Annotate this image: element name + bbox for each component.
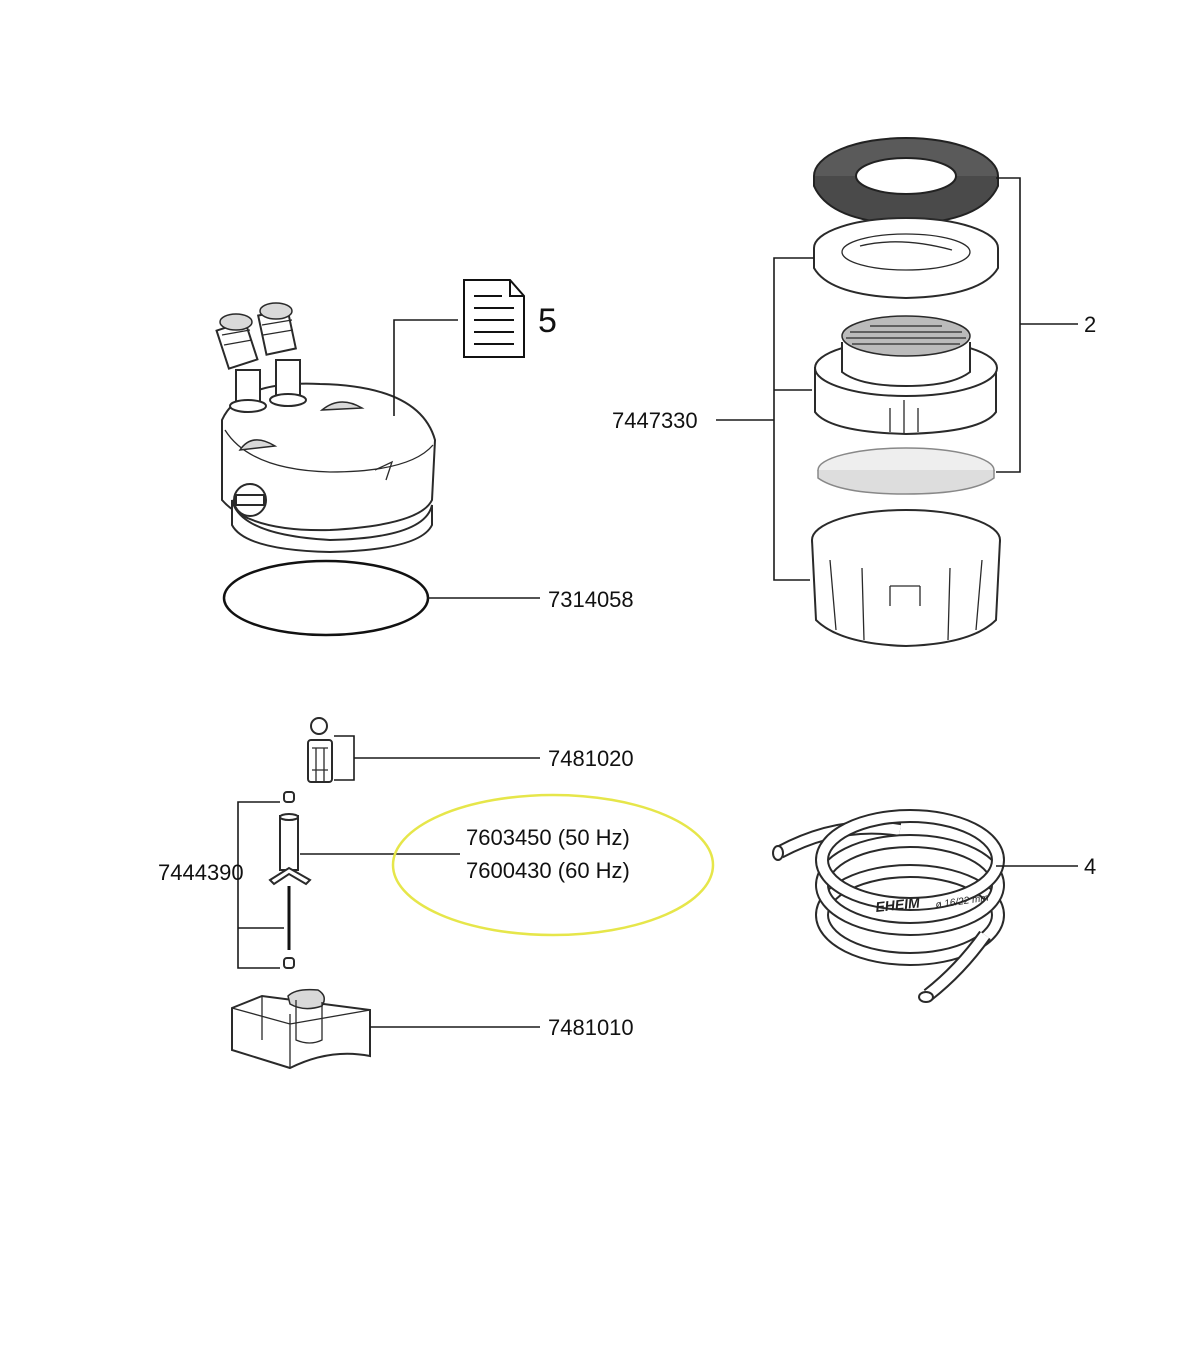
label-impeller-50hz: 7603450 (50 Hz) <box>466 825 630 850</box>
label-impeller-cover: 7481010 <box>548 1015 634 1040</box>
hose-brand-text: EHEIM <box>875 894 921 915</box>
filter-stack-drawing <box>811 137 1001 648</box>
label-manual: 5 <box>538 302 557 340</box>
label-impeller-60hz: 7600430 (60 Hz) <box>466 858 630 883</box>
gasket-ring-drawing <box>222 559 430 637</box>
label-basket-assembly: 7447330 <box>612 408 698 433</box>
label-hose: 4 <box>1084 854 1096 879</box>
label-filter-set: 2 <box>1084 312 1096 337</box>
impeller-cover-drawing <box>231 988 371 1070</box>
label-impeller-axle: 7444390 <box>158 860 244 885</box>
document-icon <box>463 279 525 358</box>
hose-drawing <box>772 809 1005 1003</box>
label-gasket-ring: 7314058 <box>548 587 634 612</box>
bearing-drawing <box>307 717 333 783</box>
impeller-drawing <box>268 791 312 969</box>
highlight-ellipse <box>391 793 715 937</box>
label-bearing: 7481020 <box>548 746 634 771</box>
pump-head-drawing <box>215 302 437 554</box>
